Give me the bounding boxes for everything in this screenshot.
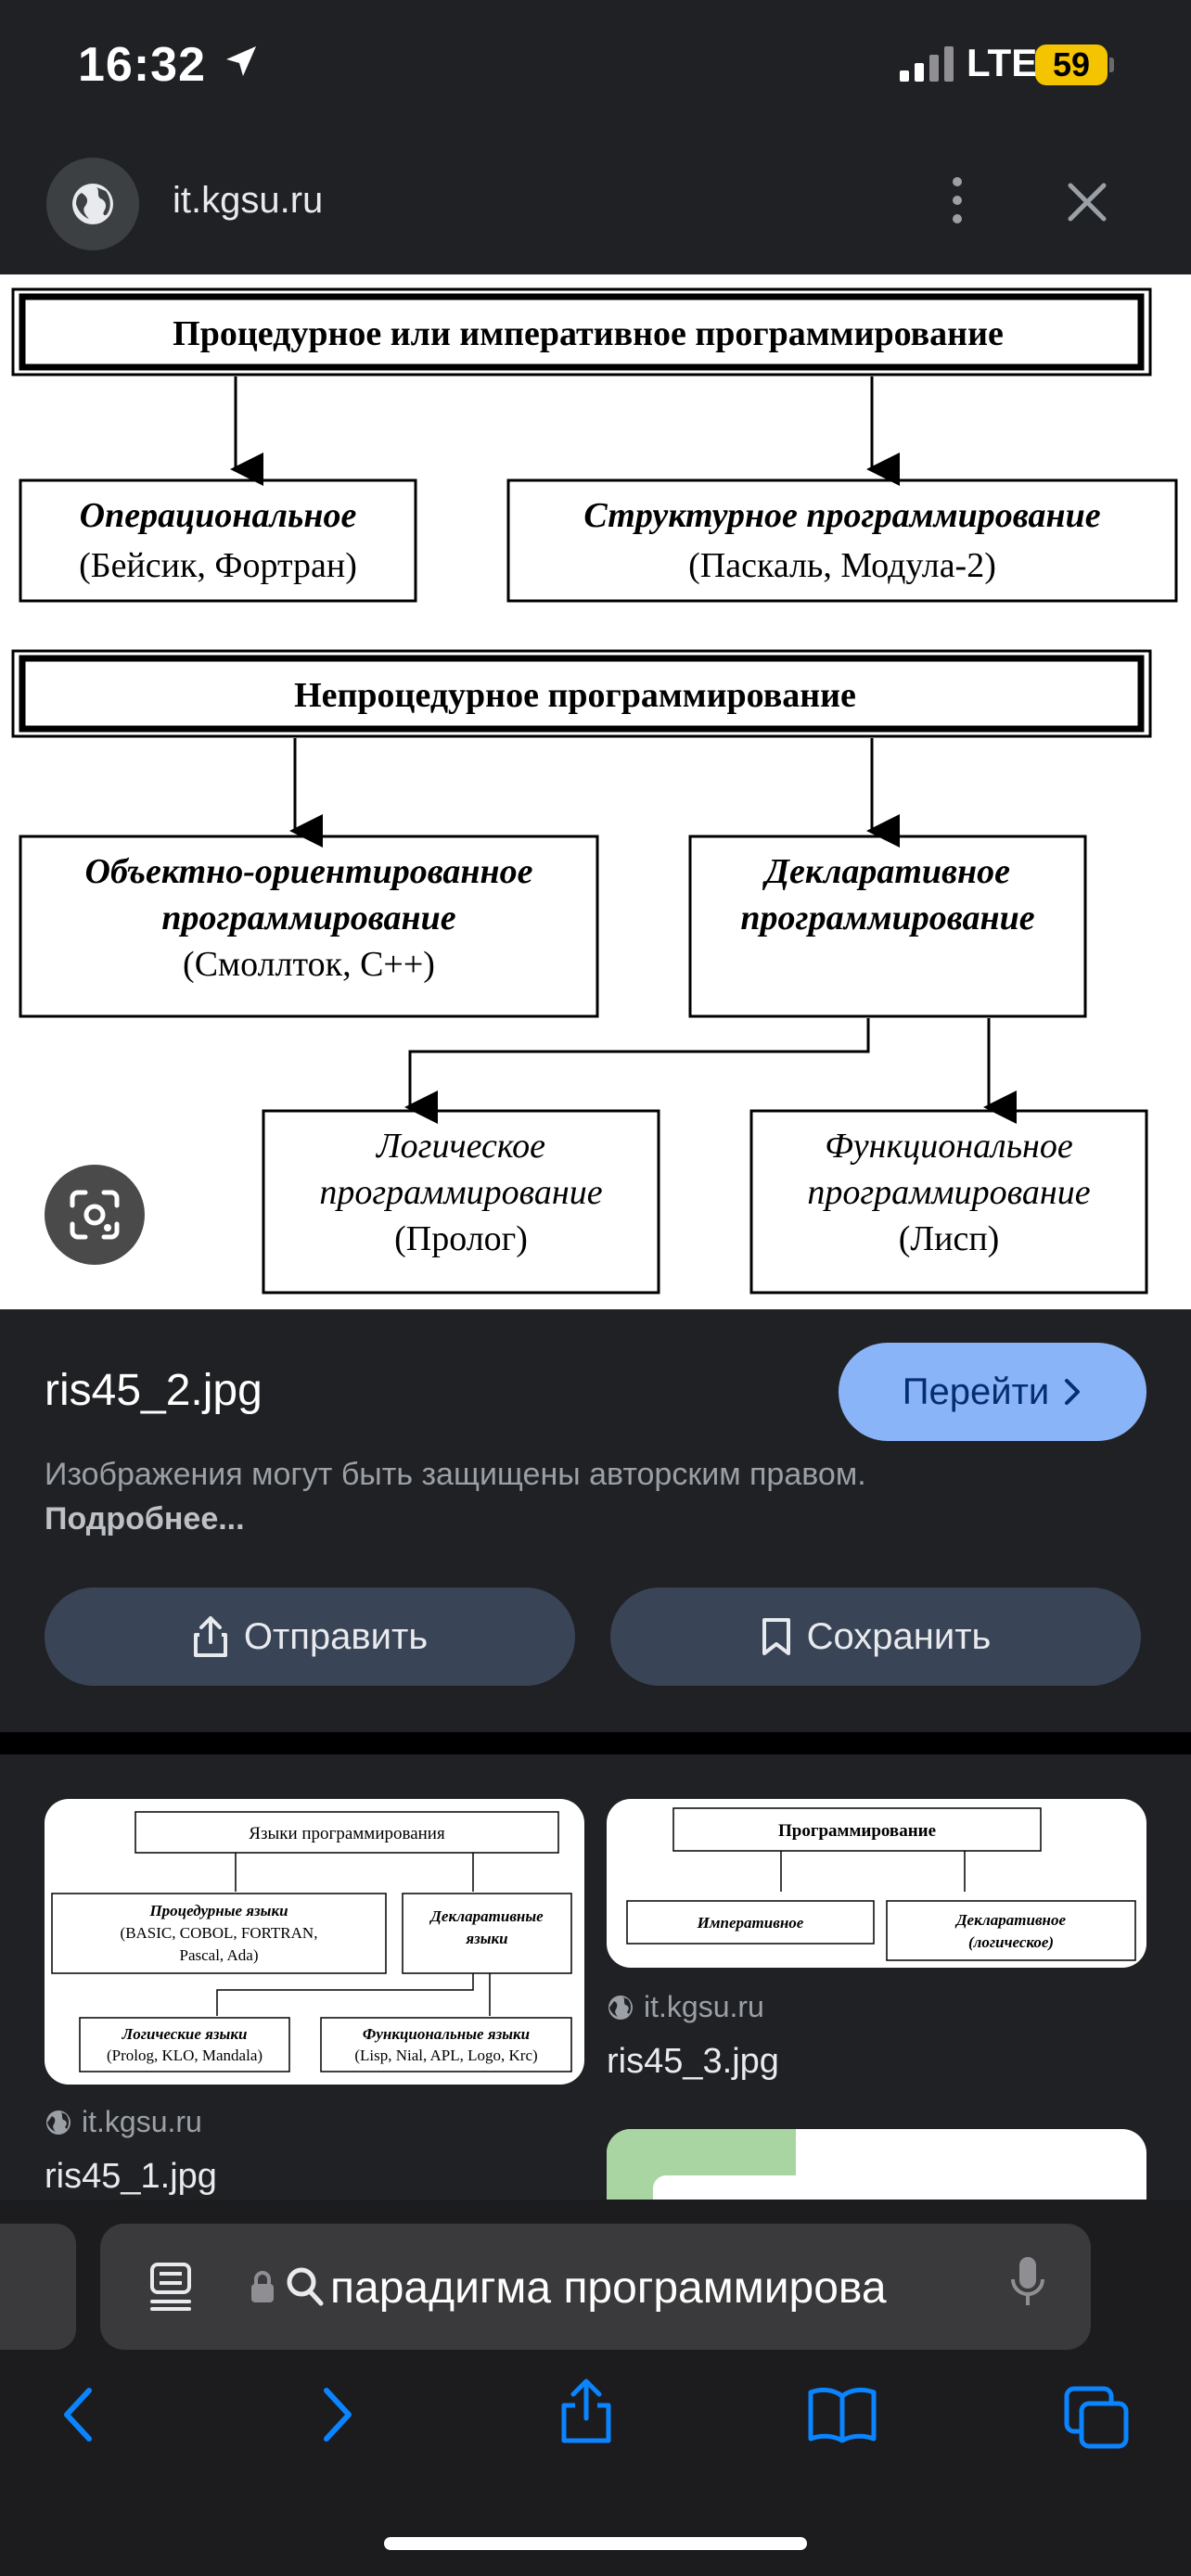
lens-icon bbox=[70, 1190, 120, 1240]
related-1-decl-l2: языки bbox=[465, 1930, 507, 1947]
diagram-box-oop-l2: программирование bbox=[161, 899, 455, 937]
more-vert-icon[interactable] bbox=[937, 172, 978, 233]
related-2-name[interactable]: ris45_3.jpg bbox=[607, 2042, 779, 2081]
bookmark-icon bbox=[762, 1618, 790, 1655]
related-1-proc-l3: Pascal, Ada) bbox=[180, 1946, 259, 1964]
visit-label: Перейти bbox=[902, 1371, 1050, 1412]
address-text[interactable]: парадигма программирова bbox=[330, 2264, 887, 2313]
status-time: 16:32 bbox=[78, 38, 206, 92]
diagram-box-operational-title: Операциональное bbox=[80, 496, 357, 535]
site-domain[interactable]: it.kgsu.ru bbox=[173, 180, 324, 221]
copyright-text: Изображения могут быть защищены авторски… bbox=[45, 1457, 866, 1492]
diagram-box-func-sub: (Лисп) bbox=[899, 1219, 1000, 1258]
diagram-box-oop-l1: Объектно-ориентированное bbox=[85, 852, 533, 891]
related-2-decl-l1: Декларативное bbox=[954, 1911, 1067, 1929]
diagram-box-operational-sub: (Бейсик, Фортран) bbox=[79, 546, 357, 585]
page-menu-icon[interactable] bbox=[147, 2261, 195, 2317]
related-1-decl-l1: Декларативные bbox=[429, 1907, 544, 1925]
diagram-box-declarative-l2: программирование bbox=[740, 899, 1034, 937]
chevron-right-icon bbox=[1065, 1379, 1081, 1405]
back-icon[interactable] bbox=[59, 2385, 96, 2449]
diagram-box-procedural: Процедурное или императивное программиро… bbox=[173, 314, 1004, 353]
related-1-top-box: Языки программирования bbox=[249, 1824, 445, 1843]
related-1-log-l2: (Prolog, KLO, Mandala) bbox=[107, 2047, 263, 2064]
microphone-icon[interactable] bbox=[1009, 2255, 1046, 2315]
diagram-box-nonprocedural: Непроцедурное программирование bbox=[294, 676, 856, 715]
globe-icon bbox=[608, 1995, 633, 2020]
related-1-source[interactable]: it.kgsu.ru bbox=[45, 2105, 202, 2139]
tabs-icon[interactable] bbox=[1063, 2385, 1130, 2455]
close-icon[interactable] bbox=[1065, 180, 1109, 229]
cellular-signal-icon bbox=[900, 46, 957, 86]
related-1-func-l2: (Lisp, Nial, APL, Logo, Krc) bbox=[354, 2047, 537, 2064]
share-button[interactable]: Отправить bbox=[45, 1588, 575, 1686]
battery-level: 59 bbox=[1035, 45, 1108, 85]
save-button[interactable]: Сохранить bbox=[610, 1588, 1141, 1686]
related-1-proc-l1: Процедурные языки bbox=[148, 1902, 288, 1919]
related-1-source-label: it.kgsu.ru bbox=[82, 2105, 202, 2138]
previous-tab-preview[interactable] bbox=[0, 2224, 76, 2350]
lock-icon bbox=[249, 2268, 276, 2310]
related-1-log-l1: Логические языки bbox=[122, 2025, 248, 2043]
visit-button[interactable]: Перейти bbox=[839, 1343, 1146, 1441]
share-icon bbox=[193, 1616, 227, 1657]
related-2-source[interactable]: it.kgsu.ru bbox=[607, 1990, 764, 2024]
related-image-2[interactable]: Программирование Императивное Декларатив… bbox=[607, 1799, 1146, 1968]
related-2-decl-l2: (логическое) bbox=[968, 1933, 1054, 1951]
location-arrow-icon bbox=[223, 43, 260, 84]
related-2-source-label: it.kgsu.ru bbox=[644, 1990, 764, 2023]
image-filename: ris45_2.jpg bbox=[45, 1366, 263, 1415]
related-image-1[interactable]: Языки программирования Процедурные языки… bbox=[45, 1799, 584, 2085]
share-icon[interactable] bbox=[557, 2376, 616, 2451]
bookmarks-icon[interactable] bbox=[807, 2385, 877, 2449]
diagram-box-structured-sub: (Паскаль, Модула-2) bbox=[688, 546, 996, 585]
share-label: Отправить bbox=[243, 1615, 429, 1657]
site-info-button[interactable] bbox=[46, 158, 139, 250]
related-1-name[interactable]: ris45_1.jpg bbox=[45, 2157, 217, 2196]
globe-icon bbox=[46, 2110, 70, 2135]
image-preview[interactable]: Процедурное или императивное программиро… bbox=[0, 274, 1191, 1309]
section-divider bbox=[0, 1732, 1191, 1754]
network-type: LTE bbox=[967, 41, 1038, 84]
diagram-box-func-l2: программирование bbox=[807, 1173, 1090, 1212]
lens-search-button[interactable] bbox=[45, 1165, 145, 1265]
diagram-box-declarative-l1: Декларативное bbox=[762, 852, 1010, 891]
diagram-box-func-l1: Функциональное bbox=[825, 1127, 1073, 1166]
related-1-func-l1: Функциональные языки bbox=[363, 2025, 530, 2043]
search-icon bbox=[286, 2266, 325, 2312]
save-label: Сохранить bbox=[806, 1615, 992, 1657]
diagram-box-logic-l1: Логическое bbox=[376, 1127, 545, 1166]
diagram-box-logic-sub: (Пролог) bbox=[394, 1219, 528, 1258]
forward-icon[interactable] bbox=[319, 2385, 356, 2449]
battery-tip bbox=[1109, 57, 1114, 72]
diagram-box-logic-l2: программирование bbox=[319, 1173, 602, 1212]
related-1-proc-l2: (BASIC, COBOL, FORTRAN, bbox=[121, 1924, 318, 1942]
home-indicator[interactable] bbox=[384, 2537, 807, 2550]
globe-icon bbox=[72, 184, 113, 224]
copyright-notice: Изображения могут быть защищены авторски… bbox=[45, 1452, 879, 1541]
related-2-top-box: Программирование bbox=[778, 1821, 936, 1841]
learn-more-link[interactable]: Подробнее... bbox=[45, 1501, 245, 1537]
related-2-imp: Императивное bbox=[697, 1914, 804, 1932]
diagram-box-oop-sub: (Смоллток, С++) bbox=[183, 945, 435, 984]
diagram-box-structured-title: Структурное программирование bbox=[583, 496, 1100, 535]
